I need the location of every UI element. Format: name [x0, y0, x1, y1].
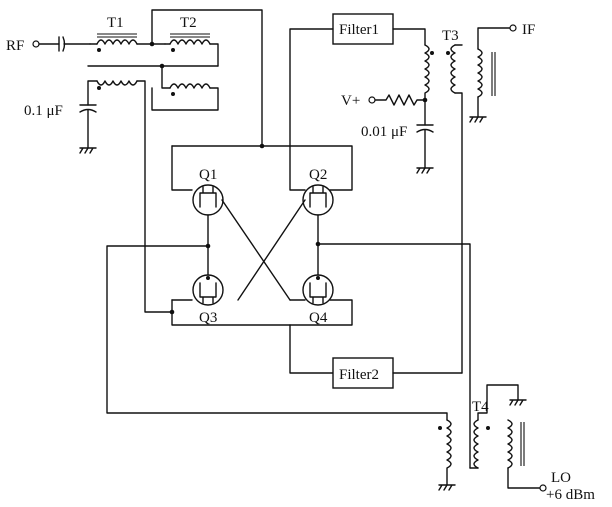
q1-label: Q1	[199, 167, 217, 183]
transistor-q2: Q2	[302, 167, 334, 247]
bias-resistor	[374, 94, 426, 106]
filter1-label: Filter1	[339, 22, 379, 38]
rf-label: RF	[6, 38, 24, 54]
rf-input: RF	[6, 36, 91, 54]
filter2: Filter2	[332, 357, 463, 389]
ground-icon	[438, 484, 456, 491]
transformer-t2: T2	[149, 9, 263, 147]
ground-icon	[509, 399, 527, 406]
t3-primary-winding	[424, 44, 430, 101]
fet-ring: Q1 Q2 Q3 Q4	[106, 143, 471, 469]
ground-icon	[79, 147, 97, 154]
transformer-t4: T4 LO +6 dBm	[438, 384, 595, 503]
cap-0-1uf-label: 0.1 μF	[24, 103, 63, 119]
filter2-label: Filter2	[339, 367, 379, 383]
if-label: IF	[522, 22, 535, 38]
ground-icon	[416, 167, 434, 174]
transistor-q4: Q4	[302, 243, 334, 326]
vplus-label: V+	[341, 93, 360, 109]
transformer-t1: T1	[89, 15, 166, 90]
transistor-q1: Q1	[192, 167, 224, 249]
t2-label: T2	[180, 15, 197, 31]
transistor-q3: Q3	[192, 245, 224, 326]
q3-label: Q3	[199, 310, 217, 326]
t3-secondary-winding	[450, 44, 456, 94]
bias-network: V+ 0.01 μF	[341, 93, 434, 174]
t2-secondary-winding	[169, 83, 211, 89]
t3-label: T3	[442, 28, 459, 44]
if-output: IF	[469, 22, 535, 123]
t2-primary-winding	[169, 39, 211, 45]
t1-primary-winding	[96, 39, 138, 45]
lo-winding	[507, 419, 513, 469]
t4-secondary-winding	[473, 419, 479, 469]
lo-label: LO	[551, 470, 571, 486]
lo-level-label: +6 dBm	[546, 487, 595, 503]
t1-label: T1	[107, 15, 124, 31]
q4-label: Q4	[309, 310, 328, 326]
ground-icon	[469, 116, 487, 123]
if-winding	[477, 48, 483, 98]
t4-label: T4	[472, 399, 489, 415]
rf-terminal	[32, 40, 40, 48]
input-wiring: 0.1 μF	[24, 63, 219, 315]
q2-label: Q2	[309, 167, 327, 183]
t1-secondary-winding	[96, 80, 138, 86]
t4-primary-winding	[446, 419, 452, 486]
cap-0-01uf-label: 0.01 μF	[361, 124, 407, 140]
transformer-t3: T3	[422, 28, 463, 374]
filter1: Filter1	[289, 13, 426, 147]
